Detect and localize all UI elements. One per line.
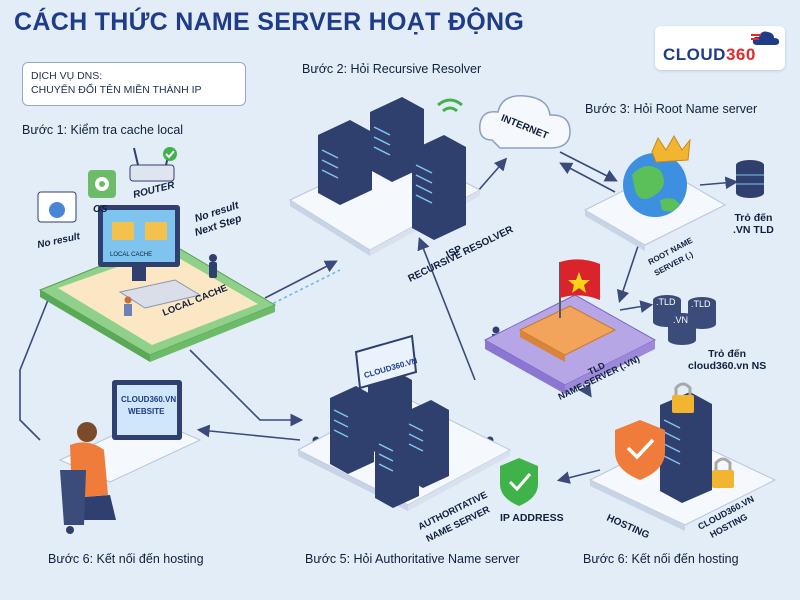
svg-text:LOCAL CACHE: LOCAL CACHE: [110, 252, 152, 258]
folder-icon: [145, 222, 167, 240]
no-result-label: No result: [36, 231, 81, 251]
hosting-label: HOSTING: [605, 513, 651, 542]
lock-icon: [672, 384, 694, 413]
root-database-icon: [736, 160, 764, 198]
check-icon: [163, 147, 177, 161]
step-6-left-caption: Bước 6: Kết nối đến hosting: [48, 552, 204, 566]
step-5-caption: Bước 5: Hỏi Authoritative Name server: [305, 552, 520, 566]
user-desk: CLOUD360.VN WEBSITE: [60, 380, 200, 534]
step-3-caption: Bước 3: Hỏi Root Name server: [585, 102, 757, 116]
tld-platform: [485, 259, 655, 394]
tld-databases: .TLD .TLD .VN: [653, 295, 716, 345]
hosting-platform: [590, 384, 775, 531]
root-points-to: Trỏ đến .VN TLD: [733, 212, 774, 236]
internet-cloud: INTERNET: [480, 96, 570, 148]
svg-text:WEBSITE: WEBSITE: [128, 407, 165, 416]
os-gear-icon: [88, 170, 116, 198]
router-icon: [130, 147, 177, 181]
root-platform: [585, 136, 725, 251]
step-1-caption: Bước 1: Kiểm tra cache local: [22, 123, 183, 137]
no-result-browser-icon: [38, 192, 76, 222]
svg-text:CLOUD360.VN: CLOUD360.VN: [121, 395, 176, 404]
tld-points-to: Trỏ đến cloud360.vn NS: [688, 348, 766, 372]
router-label: ROUTER: [132, 180, 176, 201]
svg-text:.TLD: .TLD: [691, 299, 711, 309]
ip-address-label: IP ADDRESS: [500, 512, 564, 524]
svg-text:.VN: .VN: [673, 315, 688, 325]
office-chair: [60, 470, 86, 525]
crown-icon: [652, 136, 690, 162]
ip-shield-icon: [500, 458, 538, 506]
person-head: [77, 422, 97, 442]
step-2-caption: Bước 2: Hỏi Recursive Resolver: [302, 62, 481, 76]
os-label: OS: [93, 204, 108, 215]
svg-text:.TLD: .TLD: [656, 297, 676, 307]
folder-icon: [112, 222, 134, 240]
wifi-icon: [438, 100, 462, 105]
step-6-right-caption: Bước 6: Kết nối đến hosting: [583, 552, 739, 566]
